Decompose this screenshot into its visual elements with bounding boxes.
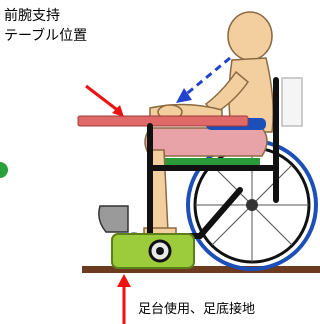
footrest-label: 足台使用、足底接地 xyxy=(138,302,256,317)
footrest-pointer-arrow xyxy=(117,274,131,324)
gaze-arrow xyxy=(176,56,231,103)
side-marker xyxy=(0,162,8,178)
seated-person xyxy=(143,11,274,241)
shoe xyxy=(98,205,129,233)
footrest-block xyxy=(111,233,195,269)
table-pointer-arrow xyxy=(85,84,124,117)
forearm-table-label-line2: テーブル位置 xyxy=(4,28,88,44)
forearm-table-label-line1: 前腕支持 xyxy=(4,8,60,24)
backrest xyxy=(281,77,303,127)
forearm-support-table xyxy=(77,115,249,127)
seat-cushion xyxy=(150,158,260,168)
wheelchair-frame xyxy=(125,77,279,239)
forearm-table-label: 前腕支持 テーブル位置 xyxy=(4,6,87,46)
floor xyxy=(82,266,320,273)
